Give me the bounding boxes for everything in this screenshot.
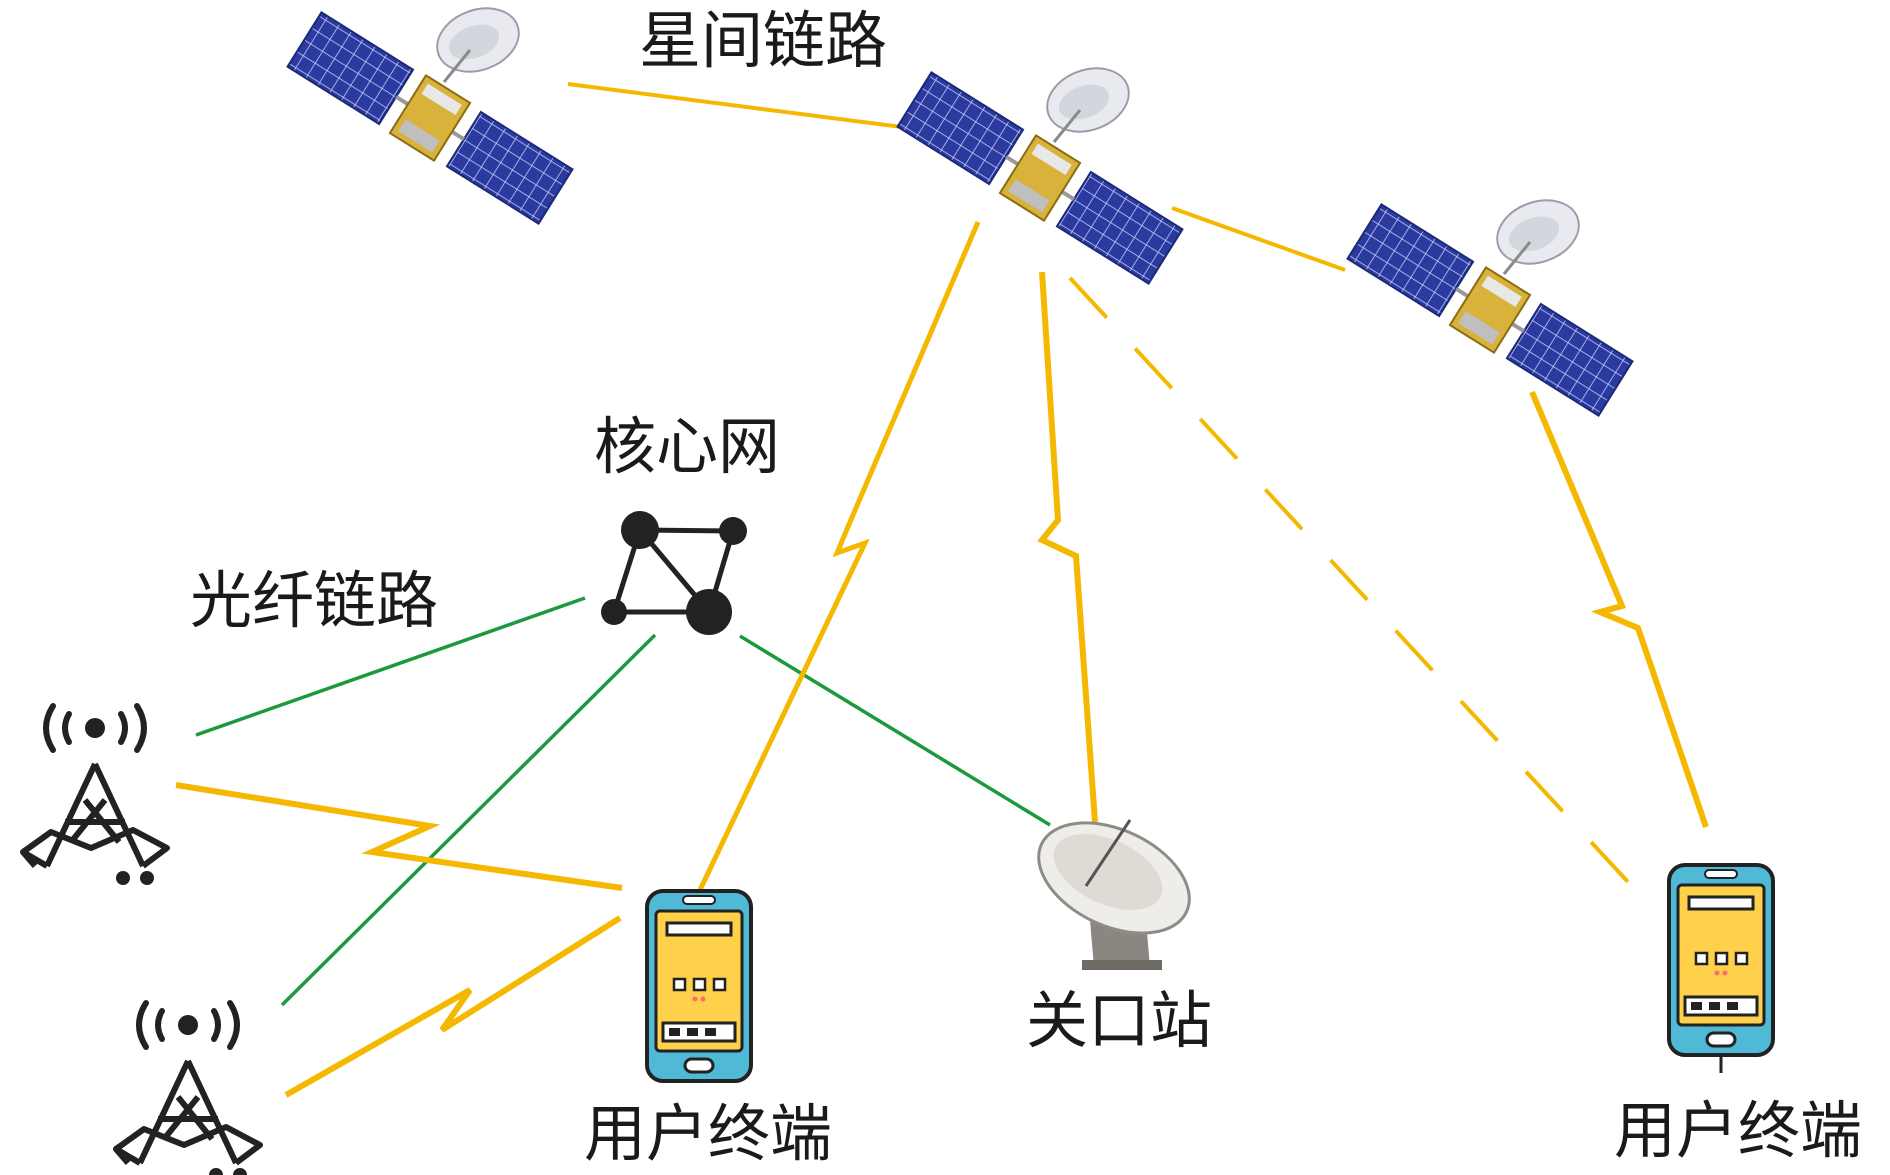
wireless-link — [175, 782, 623, 891]
network-graph-icon — [601, 511, 747, 635]
user-terminal-label: 用户终端 — [1614, 1094, 1862, 1167]
cell-tower-icon — [116, 1003, 260, 1175]
smartphone-icon — [645, 889, 753, 1083]
user-terminal-label: 用户终端 — [584, 1097, 832, 1170]
fiber-link — [195, 596, 586, 737]
cell-tower-icon — [23, 706, 167, 885]
satellite-icon — [894, 55, 1186, 288]
fiber-link — [280, 633, 657, 1007]
inter-satellite-link — [567, 82, 903, 129]
satellite-dish-icon — [1037, 819, 1191, 970]
satellite-user-link — [1529, 390, 1709, 828]
fiber-links — [195, 596, 1051, 1007]
satellite-user-link — [697, 221, 981, 892]
wireless-link — [284, 915, 622, 1098]
satellite-icon — [1344, 187, 1636, 420]
inter-satellite-link-label: 星间链路 — [639, 4, 887, 77]
core-network-label: 核心网 — [594, 410, 780, 483]
smartphone-icon — [1667, 863, 1775, 1057]
satellite-icon — [284, 0, 576, 228]
gateway-station-label: 关口站 — [1026, 984, 1212, 1057]
inter-satellite-link — [1171, 206, 1346, 272]
satellite-link-dashed — [1068, 276, 1642, 897]
satellite-links — [175, 82, 1709, 1098]
satellite-gateway-link — [1037, 271, 1098, 823]
fiber-link — [739, 634, 1051, 827]
fiber-link-label: 光纤链路 — [190, 564, 438, 637]
